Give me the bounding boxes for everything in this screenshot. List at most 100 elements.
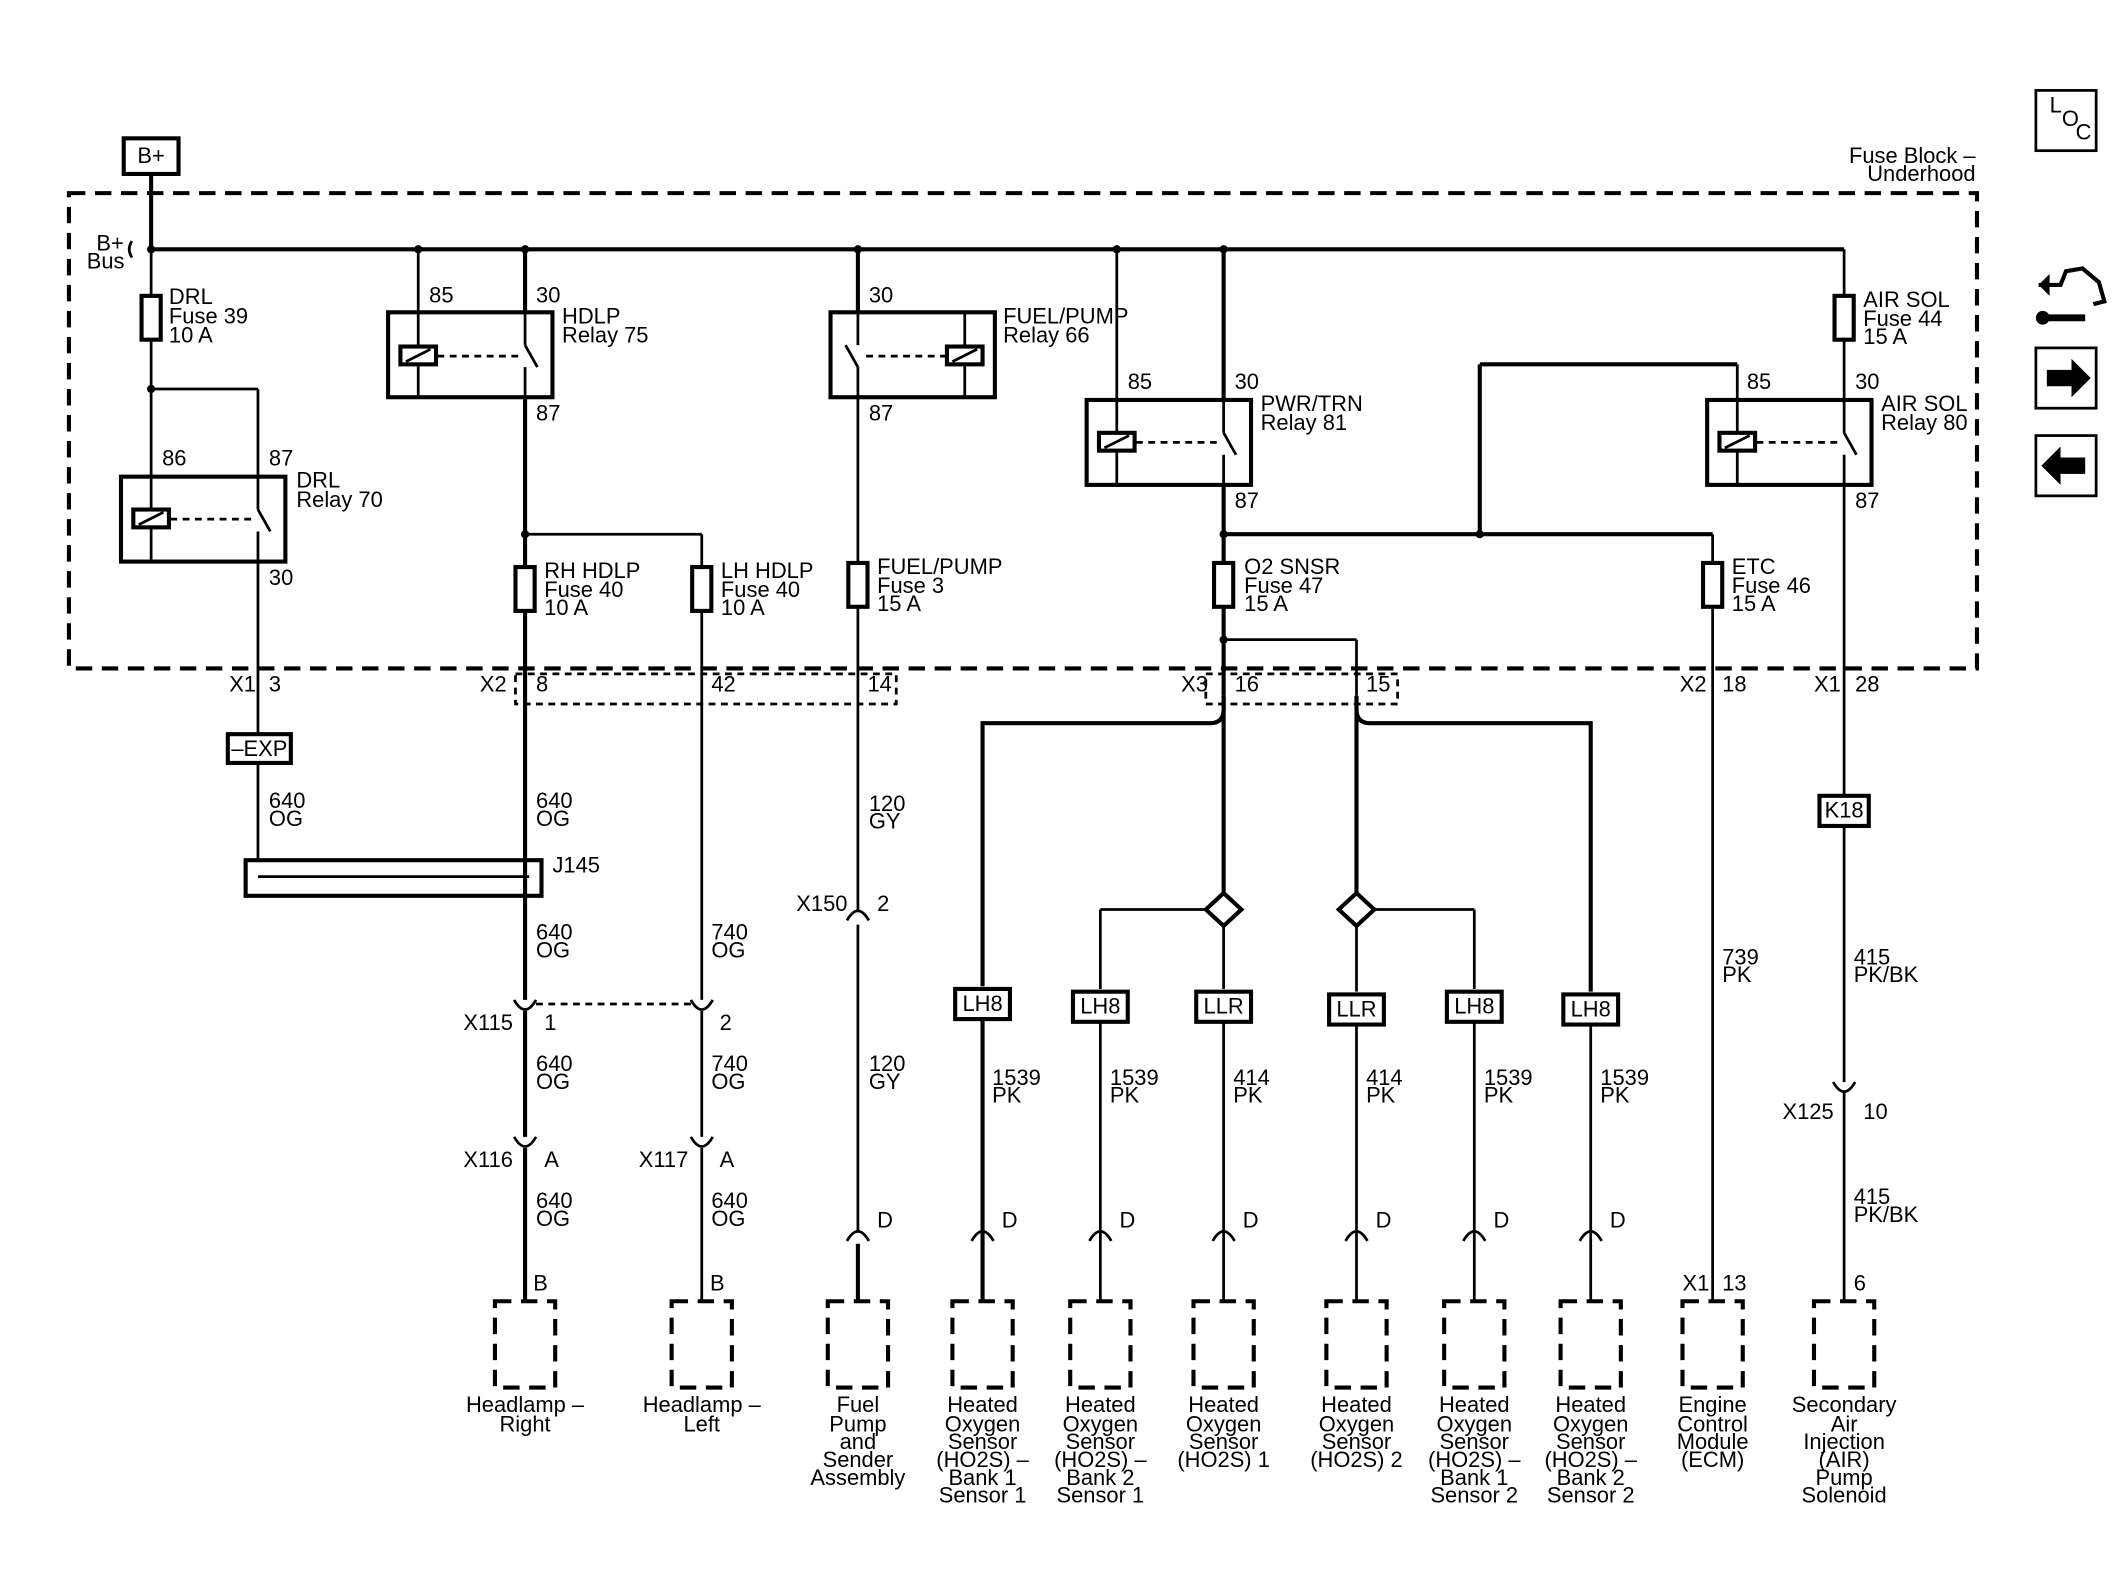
component-label: Solenoid (1801, 1483, 1886, 1508)
component-label: Pump (829, 1411, 886, 1436)
component-label: Oxygen (1437, 1411, 1513, 1436)
locator-button[interactable]: L O C (2034, 89, 2098, 153)
component-box (825, 1299, 891, 1390)
connector-pin: 3 (269, 672, 281, 697)
wire-circuit: 120 (869, 791, 906, 816)
component-box (1811, 1299, 1877, 1390)
component-label: Oxygen (1319, 1411, 1395, 1436)
component-box (669, 1299, 734, 1390)
o2-snsr-fuse (1211, 560, 1236, 609)
air-sol-fuse-rating: 15 A (1863, 324, 1907, 349)
wire-color: GY (869, 1069, 901, 1094)
fuel-pump-fuse-rating: 15 A (877, 591, 921, 616)
o2-snsr-fuse-number: Fuse 47 (1244, 573, 1323, 598)
hdlp-relay-pin: 87 (536, 401, 560, 426)
connector-d-terminal (970, 1230, 995, 1242)
component-label: (HO2S) 2 (1310, 1447, 1403, 1472)
lh-hdlp-fuse-rating: 10 A (721, 595, 765, 620)
x115-terminal (689, 999, 714, 1011)
component-label: Heated (947, 1392, 1018, 1417)
o2-snsr-fuse-name: O2 SNSR (1244, 554, 1340, 579)
rh-hdlp-fuse-number: Fuse 40 (544, 577, 623, 602)
bus-label-b: Bus (87, 248, 125, 273)
connector-pin: 1 (544, 1010, 556, 1035)
air-sol-relay-number: Relay 80 (1881, 410, 1967, 435)
component-label: Oxygen (1063, 1411, 1139, 1436)
pwr-trn-relay-coil-mark (1103, 434, 1130, 450)
component-label: Sensor (1440, 1429, 1509, 1454)
component-label: Sensor (1189, 1429, 1258, 1454)
component-label: (HO2S) – (1428, 1447, 1521, 1472)
component-views-button[interactable] (2035, 266, 2107, 325)
option-label: LLR (1204, 994, 1244, 1019)
pwr-trn-relay-number: Relay 81 (1261, 410, 1347, 435)
connector-d-terminal (1211, 1230, 1236, 1242)
hdlp-relay-pin: 30 (536, 283, 560, 308)
air-sol-fuse-number: Fuse 44 (1863, 306, 1942, 331)
connector-pin: D (1002, 1207, 1018, 1232)
component-box (1558, 1299, 1623, 1390)
connector-pin: D (1376, 1207, 1392, 1232)
exp-option-label: –EXP (231, 736, 287, 761)
component-label: Bank 1 (1440, 1465, 1508, 1490)
component-label: Sensor 1 (1057, 1483, 1145, 1508)
component-label: and (840, 1429, 877, 1454)
wire-color: OG (536, 937, 570, 962)
component-label: Sensor (1556, 1429, 1625, 1454)
fuel-pump-fuse-number: Fuse 3 (877, 573, 944, 598)
fuel-pump-fuse (846, 560, 870, 609)
wire-color: PK (1722, 962, 1752, 987)
wire-circuit: 640 (711, 1188, 748, 1213)
component-label: Oxygen (945, 1411, 1021, 1436)
rh-hdlp-fuse-rating: 10 A (544, 595, 588, 620)
connector-pin: A (544, 1147, 559, 1172)
lh-hdlp-fuse-number: Fuse 40 (721, 577, 800, 602)
component-box (1324, 1299, 1389, 1390)
component-label: (AIR) (1819, 1447, 1870, 1472)
etc-fuse-rating: 15 A (1732, 591, 1776, 616)
option-label: LH8 (962, 991, 1002, 1016)
air-sol-relay-pin: 30 (1855, 369, 1879, 394)
component-label: Bank 1 (948, 1465, 1016, 1490)
connector-x2: X2 (1680, 672, 1707, 697)
component-label: Assembly (810, 1465, 905, 1490)
connector-pin: D (1610, 1207, 1626, 1232)
pwr-trn-relay-pin: 87 (1235, 488, 1259, 513)
hdlp-junction (520, 530, 530, 539)
air-sol-fuse-name: AIR SOL (1863, 287, 1949, 312)
next-page-button[interactable] (2034, 346, 2098, 410)
drl-fuse (139, 293, 163, 342)
component-label: Sensor 1 (939, 1483, 1027, 1508)
wire-color: PK (1110, 1083, 1140, 1108)
connector-pin: 16 (1235, 672, 1259, 697)
x2-connector-outline (514, 672, 898, 706)
wire-circuit: 640 (536, 1188, 573, 1213)
wire-circuit: 414 (1366, 1065, 1403, 1090)
wire-circuit: 414 (1233, 1065, 1270, 1090)
previous-page-button[interactable] (2034, 434, 2098, 498)
wire-color: PK (1233, 1083, 1263, 1108)
connector-pin: D (1243, 1207, 1259, 1232)
connector-pin: A (720, 1147, 735, 1172)
component-label: Headlamp – (643, 1392, 762, 1417)
pwr-trn-relay-switch (1222, 432, 1238, 456)
wire-color: OG (711, 1206, 745, 1231)
component-label: Control (1677, 1411, 1748, 1436)
air-sol-relay-pin: 85 (1747, 369, 1771, 394)
pwr-trn-relay-pin: 85 (1128, 369, 1152, 394)
lh-hdlp-fuse (690, 565, 714, 613)
connector-x116: X116 (463, 1147, 513, 1172)
component-label: Heated (1188, 1392, 1259, 1417)
component-label: Sender (823, 1447, 894, 1472)
headlamp-pin: B (533, 1270, 548, 1295)
fuel-pump-relay-switch (844, 344, 860, 368)
rh-hdlp-fuse-name: RH HDLP (544, 558, 640, 583)
bus-label-a: B+ (96, 231, 123, 256)
pwr-trn-relay-name: PWR/TRN (1261, 391, 1363, 416)
drl-relay-pin: 86 (162, 446, 186, 471)
component-label: Oxygen (1186, 1411, 1262, 1436)
connector-d-terminal (1344, 1230, 1369, 1242)
locator-icon (2034, 89, 2098, 153)
wire-circuit: 640 (536, 788, 573, 813)
car-wrench-icon (2035, 266, 2107, 325)
